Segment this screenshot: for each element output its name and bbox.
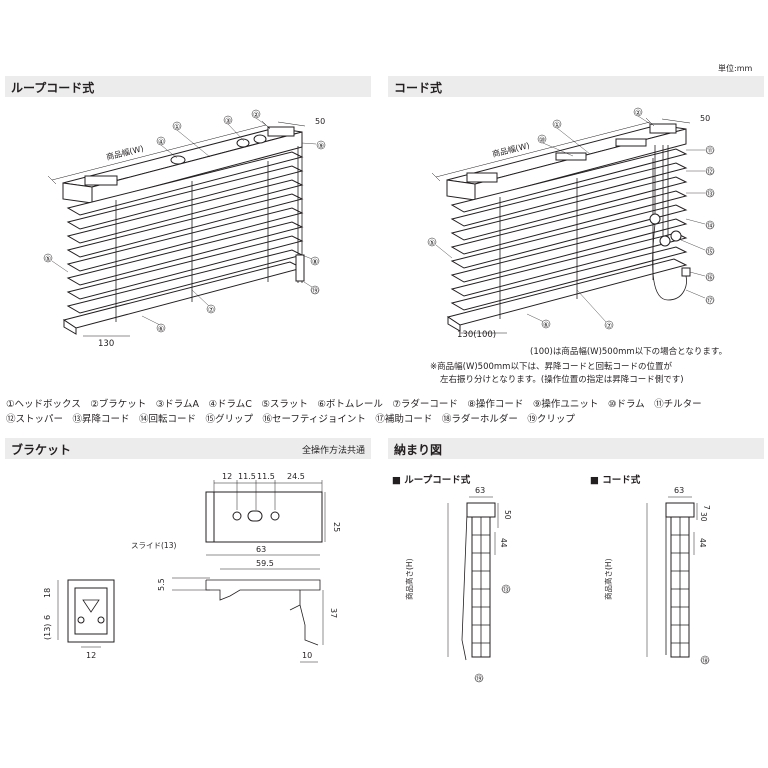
- fit-loop-callout-19: ⑲: [476, 675, 483, 683]
- loop-dim-50: 50: [315, 117, 325, 126]
- cord-width-label: 商品幅(W): [491, 140, 530, 159]
- note-line3: 左右振り分けとなります。(操作位置の指定は昇降コード側です): [440, 375, 684, 385]
- header-fit: 納まり図: [388, 438, 764, 459]
- fit-cord-dim-30: 30: [699, 512, 708, 522]
- bracket-slide: スライド(13): [131, 541, 176, 550]
- cord-blind-drawing: 商品幅(W) 50 130(100) ① ② ⑤ ⑥ ⑦ ⑩ ⑪ ⑫ ⑬: [427, 107, 715, 340]
- cord-callout-11: ⑪: [707, 147, 714, 155]
- fit-cord-callout-18: ⑱: [702, 657, 709, 665]
- loop-callout-3: ③: [225, 117, 231, 125]
- fit-cord-title: ■ コード式: [590, 475, 641, 486]
- fit-loop-title: ■ ループコード式: [392, 475, 471, 486]
- bracket-dim-12-front: 12: [86, 651, 96, 660]
- loop-callout-4: ④: [158, 138, 164, 146]
- loop-callout-1: ①: [174, 123, 180, 131]
- bracket-dim-11-5a: 11.5: [238, 472, 256, 481]
- loop-callout-19: ⑲: [312, 287, 319, 295]
- cord-callout-16: ⑯: [707, 274, 714, 282]
- fit-cord-dim-63: 63: [674, 486, 684, 495]
- cord-callout-1: ①: [554, 121, 560, 129]
- note-100: (100)は商品幅(W)500mm以下の場合となります。: [530, 347, 728, 357]
- note-line2: ※商品幅(W)500mm以下は、昇降コードと回転コードの位置が: [430, 362, 672, 372]
- bracket-dim-13: (13): [43, 624, 52, 640]
- loop-cord-blind-drawing: 商品幅(W) 50 130 ① ② ③ ④ ⑤ ⑥ ⑦ ⑧ ⑨: [43, 109, 326, 349]
- cord-callout-7: ⑦: [606, 322, 612, 330]
- loop-callout-8: ⑧: [312, 258, 318, 266]
- fit-loop-dim-44: 44: [499, 538, 508, 548]
- cord-callout-13: ⑬: [707, 190, 714, 198]
- fit-cord-height: 商品高さ(H): [603, 558, 613, 600]
- cord-callout-17: ⑰: [707, 297, 714, 305]
- cord-callout-6: ⑥: [543, 321, 549, 329]
- fit-loop-height: 商品高さ(H): [404, 558, 414, 600]
- cord-callout-12: ⑫: [707, 168, 714, 176]
- header-cord-title: コード式: [394, 81, 443, 95]
- bracket-dim-10: 10: [302, 651, 312, 660]
- bracket-dim-37: 37: [329, 608, 338, 618]
- cord-dim-130: 130(100): [457, 330, 496, 340]
- header-cord: コード式: [388, 76, 764, 97]
- bracket-drawing: 12 11.5 11.5 24.5 25 5.5 63 59.5 スライド(13…: [43, 472, 341, 663]
- loop-dim-130: 130: [98, 339, 114, 349]
- bracket-dim-11-5b: 11.5: [257, 472, 275, 481]
- parts-legend-row1: ①ヘッドボックス ②ブラケット ③ドラムA ④ドラムC ⑤スラット ⑥ボトムレー…: [6, 399, 702, 410]
- fit-loop-dim-63: 63: [475, 486, 485, 495]
- header-loop-cord-title: ループコード式: [11, 81, 95, 95]
- loop-width-label: 商品幅(W): [105, 143, 144, 162]
- bracket-dim-59-5: 59.5: [256, 559, 274, 568]
- bracket-dim-25: 25: [332, 522, 341, 532]
- bracket-dim-5-5: 5.5: [157, 578, 166, 591]
- header-fit-title: 納まり図: [394, 443, 443, 457]
- unit-label: 単位:mm: [718, 64, 753, 73]
- cord-callout-2: ②: [635, 109, 641, 117]
- bracket-dim-18: 18: [43, 588, 52, 598]
- header-bracket-title: ブラケット: [11, 443, 72, 457]
- fit-cord-dim-7: 7: [702, 505, 711, 510]
- bracket-dim-12: 12: [222, 472, 232, 481]
- bracket-dim-63: 63: [256, 545, 266, 554]
- fit-loop-callout-13: ⑬: [503, 586, 510, 594]
- fit-cord-dim-44: 44: [698, 538, 707, 548]
- loop-callout-6: ⑥: [158, 325, 164, 333]
- parts-legend-row2: ⑫ストッパー ⑬昇降コード ⑭回転コード ⑮グリップ ⑯セーフティジョイント ⑰…: [6, 414, 575, 425]
- loop-callout-5: ⑤: [45, 255, 51, 263]
- fit-loop-dim-50: 50: [503, 510, 512, 520]
- cord-callout-5: ⑤: [429, 239, 435, 247]
- header-loop-cord: ループコード式: [5, 76, 371, 97]
- loop-callout-7: ⑦: [208, 306, 214, 314]
- loop-callout-9: ⑨: [318, 142, 324, 150]
- fit-loop-drawing: 63 50 44 商品高さ(H) ⑬ ⑲: [404, 486, 512, 683]
- cord-callout-15: ⑮: [707, 248, 714, 256]
- bracket-dim-6: 6: [43, 615, 52, 620]
- bracket-dim-24-5: 24.5: [287, 472, 305, 481]
- header-bracket-note: 全操作方法共通: [301, 446, 365, 456]
- fit-cord-drawing: 63 7 30 44 商品高さ(H) ⑱: [603, 486, 711, 665]
- cord-dim-50: 50: [700, 114, 710, 123]
- cord-callout-10: ⑩: [539, 136, 545, 144]
- header-bracket: ブラケット 全操作方法共通: [5, 438, 371, 459]
- cord-callout-14: ⑭: [707, 222, 714, 230]
- loop-callout-2: ②: [253, 111, 259, 119]
